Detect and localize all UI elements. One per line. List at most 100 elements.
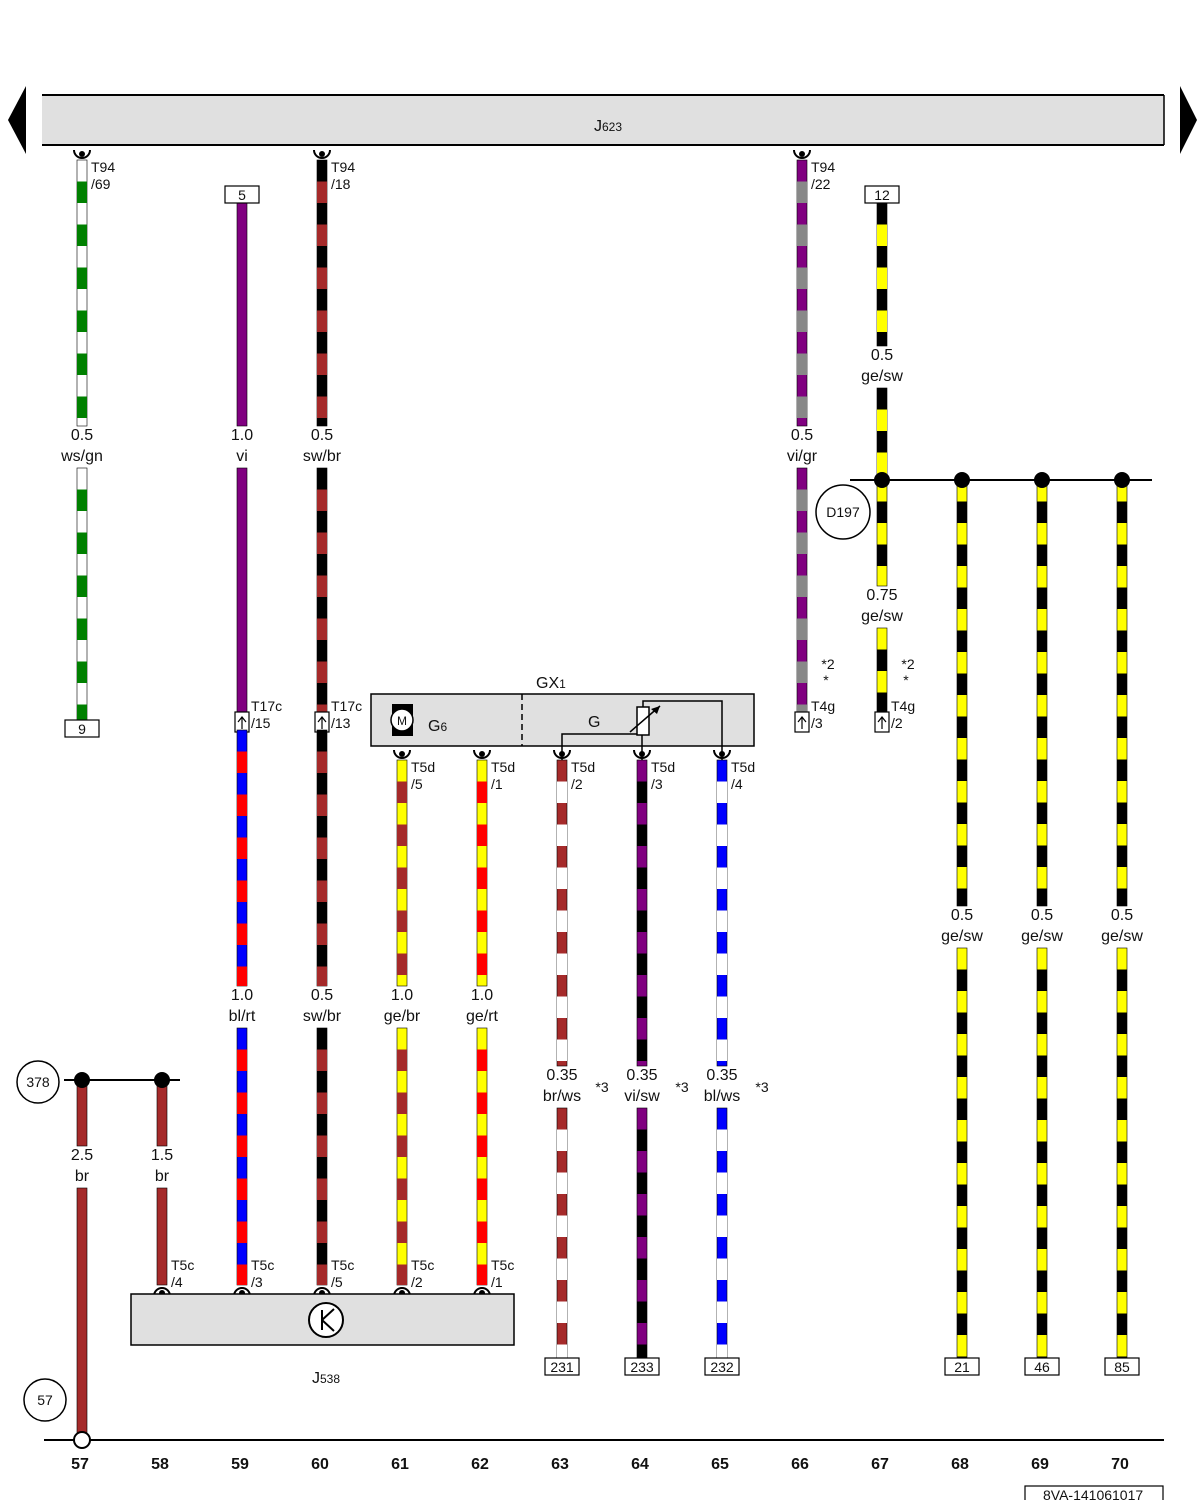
wire-size-label: 0.5 bbox=[871, 347, 893, 364]
wire-w12-upper[interactable] bbox=[876, 202, 888, 347]
pump-relay-icon bbox=[308, 1302, 344, 1338]
wire-color-code: ge/rt bbox=[466, 1008, 499, 1025]
wire-w12-lower[interactable] bbox=[876, 387, 888, 481]
wire-w5-upper[interactable] bbox=[236, 202, 248, 427]
wire-w57-lower[interactable] bbox=[76, 1187, 88, 1441]
wire-w22-upper[interactable] bbox=[796, 159, 808, 427]
wire-note: *3 bbox=[755, 1079, 768, 1095]
connector-pin: /22 bbox=[811, 176, 831, 192]
wire-w59-upper[interactable] bbox=[236, 729, 248, 987]
wire-w61-upper[interactable] bbox=[396, 759, 408, 987]
wire-w61-lower[interactable] bbox=[396, 1027, 408, 1286]
wire-w68-upper[interactable] bbox=[956, 479, 968, 907]
wire-w68-lower[interactable] bbox=[956, 947, 968, 1359]
connector-pin: /2 bbox=[891, 715, 903, 731]
connector-name: T4g bbox=[811, 698, 835, 714]
module-j623[interactable]: J623 bbox=[42, 94, 1165, 146]
ref-box-label: 46 bbox=[1034, 1359, 1050, 1375]
wire-color-code: ge/sw bbox=[861, 608, 903, 625]
wire-w65-lower[interactable] bbox=[716, 1107, 728, 1359]
wire-color-code: ge/sw bbox=[1021, 928, 1063, 945]
reference-circle[interactable]: 378 bbox=[16, 1060, 60, 1104]
wire-w63-lower[interactable] bbox=[556, 1107, 568, 1359]
wire-w70-upper[interactable] bbox=[1116, 479, 1128, 907]
column-number: 62 bbox=[471, 1456, 489, 1473]
connector-pin: /5 bbox=[331, 1274, 343, 1290]
wire-w67-lower[interactable] bbox=[876, 627, 888, 713]
wire-w62-lower[interactable] bbox=[476, 1027, 488, 1286]
wire-w22-lower[interactable] bbox=[796, 467, 808, 713]
ref-box-label: 233 bbox=[630, 1359, 654, 1375]
wire-w57-upper[interactable] bbox=[76, 1079, 88, 1147]
wire-color-code: sw/br bbox=[303, 448, 342, 465]
ref-box-bottom[interactable]: 232 bbox=[704, 1357, 740, 1376]
wire-color-code: bl/rt bbox=[229, 1008, 256, 1025]
wire-w5-lower[interactable] bbox=[236, 467, 248, 713]
potentiometer-icon bbox=[561, 700, 723, 760]
component-gx1[interactable]: GX1 M G6 G bbox=[370, 675, 755, 760]
ref-box-label: 21 bbox=[954, 1359, 970, 1375]
ref-box-bottom[interactable]: 233 bbox=[624, 1357, 660, 1376]
connector-pin: /15 bbox=[251, 715, 271, 731]
wire-size-label: 0.5 bbox=[951, 907, 973, 924]
connector-name: T5c bbox=[411, 1257, 434, 1273]
ref-box-bottom[interactable]: 85 bbox=[1104, 1357, 1140, 1376]
wire-w63-upper[interactable] bbox=[556, 759, 568, 1067]
ref-box-label: 232 bbox=[710, 1359, 734, 1375]
connector-terminal-icon bbox=[393, 749, 411, 759]
ref-box-label: 5 bbox=[238, 187, 246, 203]
wire-w64-lower[interactable] bbox=[636, 1107, 648, 1359]
wire-w70-lower[interactable] bbox=[1116, 947, 1128, 1359]
connector-name: T5c bbox=[491, 1257, 514, 1273]
reference-circle[interactable]: D197 bbox=[815, 484, 871, 540]
wire-size-label: 0.5 bbox=[311, 427, 333, 444]
column-number: 59 bbox=[231, 1456, 249, 1473]
ref-box-top[interactable]: 12 bbox=[864, 185, 900, 204]
wire-w60-upper[interactable] bbox=[316, 729, 328, 987]
column-number: 67 bbox=[871, 1456, 889, 1473]
wire-size-label: 1.0 bbox=[391, 987, 413, 1004]
wire-w69b-upper[interactable] bbox=[1036, 479, 1048, 907]
wire-color-code: sw/br bbox=[303, 1008, 342, 1025]
reference-circle[interactable]: 57 bbox=[23, 1378, 67, 1422]
column-number: 69 bbox=[1031, 1456, 1049, 1473]
wire-w18-upper[interactable] bbox=[316, 159, 328, 427]
wire-w69b-lower[interactable] bbox=[1036, 947, 1048, 1359]
wire-w64-upper[interactable] bbox=[636, 759, 648, 1067]
wire-color-code: vi/gr bbox=[787, 448, 818, 465]
connector-name: T5d bbox=[411, 759, 435, 775]
connector-name: T5c bbox=[251, 1257, 274, 1273]
wire-w65-upper[interactable] bbox=[716, 759, 728, 1067]
wire-w62-upper[interactable] bbox=[476, 759, 488, 987]
ref-box-bottom[interactable]: 9 bbox=[64, 719, 100, 738]
wire-w67-upper[interactable] bbox=[876, 479, 888, 587]
wire-color-code: br bbox=[155, 1168, 170, 1185]
wire-w18-lower[interactable] bbox=[316, 467, 328, 713]
wire-w69-lower[interactable] bbox=[76, 467, 88, 721]
junction-dot bbox=[1114, 472, 1130, 488]
wire-w69-upper[interactable] bbox=[76, 159, 88, 427]
connector-name: T5d bbox=[731, 759, 755, 775]
wire-w58-lower[interactable] bbox=[156, 1187, 168, 1286]
wire-size-label: 0.5 bbox=[71, 427, 93, 444]
connector-name: T17c bbox=[251, 698, 282, 714]
ref-box-label: 85 bbox=[1114, 1359, 1130, 1375]
wire-color-code: br/ws bbox=[543, 1088, 581, 1105]
junction-dot bbox=[1034, 472, 1050, 488]
wire-note: *2 bbox=[901, 656, 914, 672]
wire-w59-lower[interactable] bbox=[236, 1027, 248, 1286]
ground-terminal-icon bbox=[73, 1431, 91, 1449]
ref-box-top[interactable]: 5 bbox=[224, 185, 260, 204]
j538-label: J538 bbox=[312, 1370, 340, 1387]
ref-box-bottom[interactable]: 21 bbox=[944, 1357, 980, 1376]
ref-box-bottom[interactable]: 231 bbox=[544, 1357, 580, 1376]
wire-w58-upper[interactable] bbox=[156, 1079, 168, 1147]
prev-page-arrow-icon[interactable] bbox=[8, 86, 26, 154]
next-page-arrow-icon[interactable] bbox=[1180, 86, 1197, 154]
wire-color-code: ws/gn bbox=[60, 448, 103, 465]
component-j538[interactable]: J538 bbox=[130, 1293, 515, 1387]
connector-pin: /1 bbox=[491, 776, 503, 792]
wire-w60-lower[interactable] bbox=[316, 1027, 328, 1286]
ref-box-bottom[interactable]: 46 bbox=[1024, 1357, 1060, 1376]
